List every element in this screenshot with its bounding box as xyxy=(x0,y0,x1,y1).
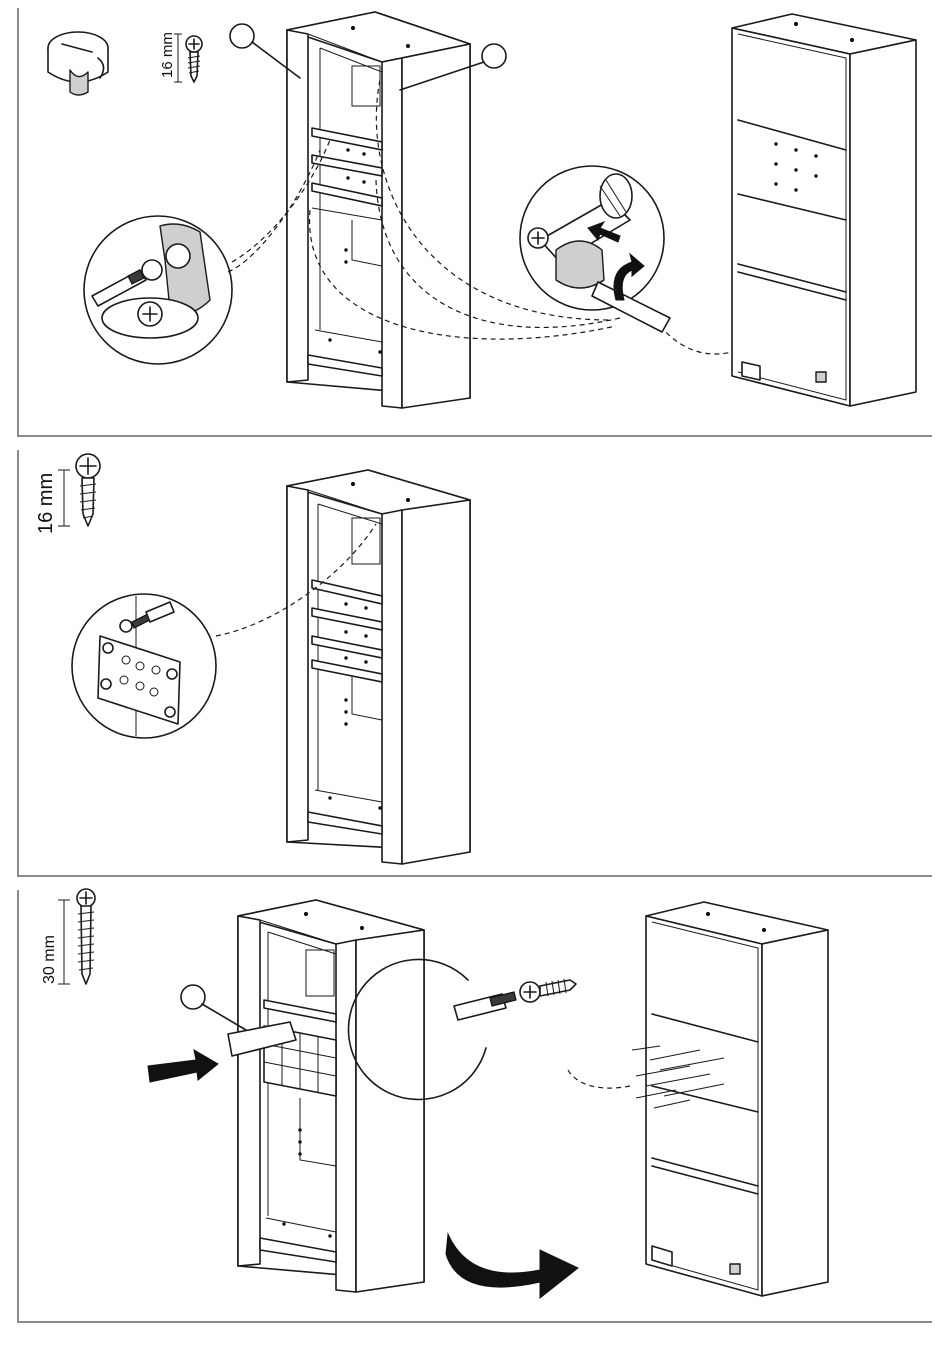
screw-icon xyxy=(58,889,95,984)
screw-icon xyxy=(58,454,100,526)
cabinet-back-view xyxy=(732,14,916,406)
step-1-panel: 16 mm xyxy=(18,8,932,436)
step-2-panel: 16 mm xyxy=(18,450,932,876)
step-2-screw-length-label: 16 mm xyxy=(35,473,57,534)
step-3-screw-length-label: 30 mm xyxy=(41,935,58,984)
leveling-foot-icon xyxy=(816,372,826,382)
push-arrow-icon xyxy=(148,1050,218,1082)
callout-circle xyxy=(181,985,246,1030)
cabinet-front-view xyxy=(287,12,470,408)
cabinet-back-view xyxy=(632,902,828,1296)
step-1-screw-length-label: 16 mm xyxy=(159,32,176,78)
rotate-arrow-icon xyxy=(446,1234,578,1298)
cabinet-front-view xyxy=(287,470,470,864)
screw-icon xyxy=(174,34,202,82)
step-3-panel: 30 mm xyxy=(18,889,932,1322)
screwdriver-icon xyxy=(454,992,516,1020)
screw-icon xyxy=(520,979,576,1002)
leveling-foot-icon xyxy=(730,1264,740,1274)
cam-lock-icon xyxy=(48,32,108,95)
